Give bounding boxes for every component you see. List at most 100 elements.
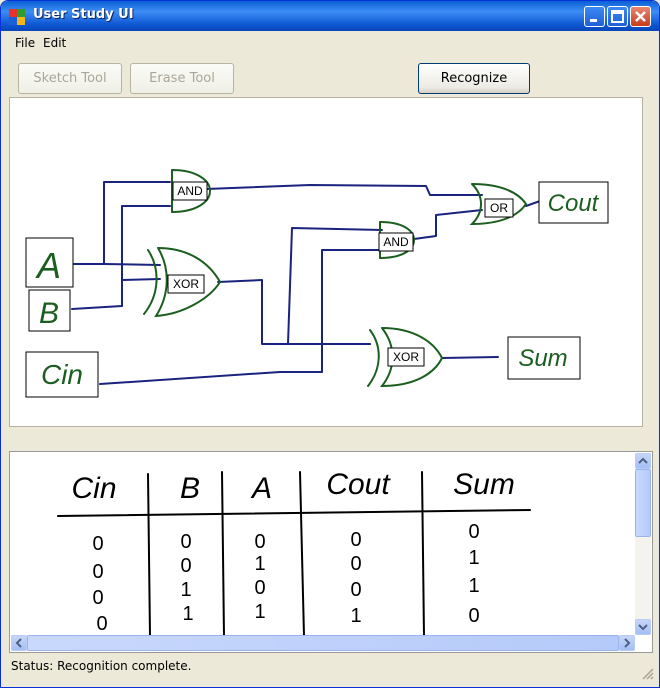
wire-a-to-xor [103,263,161,266]
maximize-icon [611,10,624,23]
output-label: Cout [548,190,600,217]
maximize-button[interactable] [607,6,628,27]
gate-label-xor-1: XOR [167,274,205,294]
cell: 0 [350,579,361,601]
cell: 1 [182,603,193,625]
gate-label-and-1: AND [172,181,208,201]
gate-label-text: XOR [393,350,419,364]
header-cout: Cout [326,468,391,501]
or-gate [469,183,528,226]
input-cin: Cin [25,351,99,398]
scroll-down-button[interactable] [635,619,651,635]
close-icon [635,11,646,22]
erase-tool-button[interactable]: Erase Tool [130,63,234,94]
wire-and1-out [205,184,483,196]
cell: 0 [92,561,103,583]
chevron-right-icon [624,638,631,648]
and-gate-1 [171,169,212,213]
menu-bar: File Edit [1,31,659,53]
cell: 0 [254,577,265,599]
cell: 0 [468,521,479,543]
header-sum: Sum [453,468,515,501]
menu-file[interactable]: File [15,36,36,50]
xor-gate-1 [154,247,222,318]
wire-xor1-to-and2 [287,227,383,345]
truth-table-drawing: Cin B A Cout Sum 0 0 0 0 0 0 0 1 0 1 0 1… [57,468,531,637]
chevron-left-icon [15,638,22,648]
cell: 0 [180,555,191,577]
output-sum: Sum [507,336,581,380]
gate-label-text: OR [490,201,508,215]
input-label: B [39,297,59,330]
gate-label-text: XOR [173,277,199,291]
header-cin: Cin [71,472,116,505]
gate-label-or: OR [484,198,514,218]
minimize-button[interactable] [584,6,605,27]
input-label: A [35,245,61,286]
table-divider [421,471,425,637]
resize-grip-icon[interactable] [641,667,655,681]
gate-label-and-2: AND [378,232,414,252]
cell: 1 [468,575,479,597]
cell: 0 [350,553,361,575]
cell: 0 [96,613,107,635]
table-divider [221,471,225,637]
truth-table-pane[interactable]: Cin B A Cout Sum 0 0 0 0 0 0 0 1 0 1 0 1… [9,451,653,653]
wire-b-to-and [71,205,171,310]
table-header-line [57,509,531,517]
cell: 0 [180,531,191,553]
table-divider [147,473,151,637]
scroll-left-button[interactable] [11,635,27,651]
wire-cin [99,343,371,385]
horizontal-scroll-thumb[interactable] [27,635,619,651]
scroll-right-button[interactable] [619,635,635,651]
recognize-button[interactable]: Recognize [418,63,530,94]
cell: 1 [180,579,191,601]
status-bar-text: Status: Recognition complete. [11,659,192,673]
input-a: A [25,237,74,288]
chevron-down-icon [638,624,648,631]
cell: 1 [254,601,265,623]
wire-cin-to-and2 [321,249,383,345]
xor-gate-1-back [143,249,158,315]
xor-gate-2-back [367,329,380,387]
output-label: Sum [518,345,567,372]
sketch-tool-button[interactable]: Sketch Tool [18,63,122,94]
menu-edit[interactable]: Edit [43,36,67,50]
cell: 0 [350,529,361,551]
input-label: Cin [41,359,83,390]
minimize-icon [590,19,597,22]
cell: 0 [468,605,479,627]
wire-xor2-out [441,356,499,359]
cell: 1 [254,553,265,575]
cell: 1 [350,605,361,627]
window-title: User Study UI [33,7,134,22]
input-b: B [28,289,71,332]
wire-a-to-and [73,181,171,265]
gate-label-xor-2: XOR [387,347,425,367]
gate-label-text: AND [383,235,409,249]
table-divider [299,471,305,637]
title-bar[interactable]: User Study UI [1,1,659,31]
vertical-scroll-thumb[interactable] [635,469,651,537]
output-cout: Cout [538,181,609,224]
header-a: A [250,472,272,505]
cell: 0 [92,533,103,555]
wire-b-to-xor [121,278,161,307]
close-button[interactable] [630,6,651,27]
header-b: B [180,472,200,505]
wire-and2-out [413,209,483,240]
gate-label-text: AND [177,184,203,198]
horizontal-scrollbar[interactable] [11,635,635,651]
wire-or-out [525,200,541,207]
scroll-up-button[interactable] [635,453,651,469]
chevron-up-icon [638,457,648,464]
circuit-drawing: AND XOR AND OR XOR A [25,169,609,398]
cell: 0 [254,531,265,553]
cell: 0 [92,587,103,609]
toolbar: Sketch Tool Erase Tool Recognize [1,53,659,99]
sketch-canvas[interactable]: AND XOR AND OR XOR A [9,97,643,427]
vertical-scrollbar[interactable] [635,453,651,635]
cell: 1 [468,547,479,569]
